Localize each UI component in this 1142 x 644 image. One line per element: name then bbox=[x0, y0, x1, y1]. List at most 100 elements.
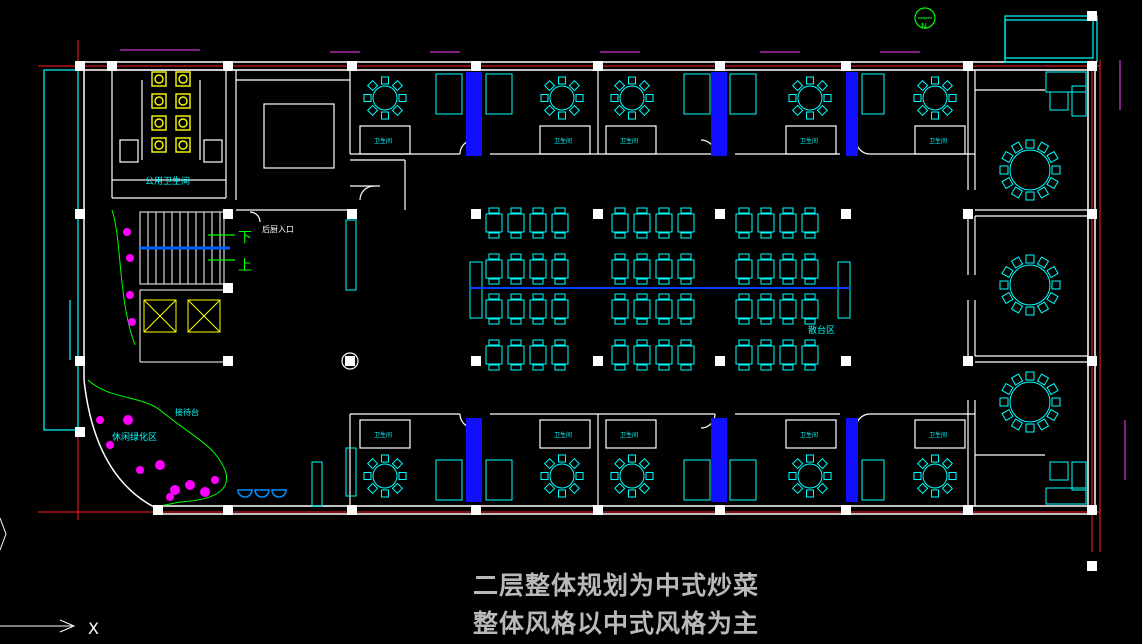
hall-chair bbox=[510, 339, 522, 346]
round-chair bbox=[543, 79, 556, 92]
column bbox=[75, 427, 85, 437]
hall-table bbox=[735, 213, 753, 233]
hall-chair bbox=[782, 293, 794, 300]
round-chair bbox=[806, 454, 814, 463]
round-chair bbox=[638, 104, 651, 117]
round-chair bbox=[613, 457, 626, 470]
hall-table bbox=[735, 259, 753, 279]
hall-chair bbox=[760, 293, 772, 300]
column bbox=[75, 209, 85, 219]
round-chair bbox=[1025, 139, 1035, 149]
column bbox=[471, 505, 481, 515]
hall-table bbox=[655, 299, 673, 319]
round-chair bbox=[916, 457, 929, 470]
hall-chair bbox=[738, 278, 750, 285]
round-chair bbox=[1010, 256, 1024, 269]
round-chair bbox=[366, 457, 379, 470]
hall-chair bbox=[782, 364, 794, 371]
round-chair bbox=[1010, 141, 1024, 154]
hall-chair bbox=[680, 364, 692, 371]
hall-chair bbox=[488, 364, 500, 371]
hall-chair bbox=[804, 278, 816, 285]
column bbox=[715, 505, 725, 515]
hall-chair bbox=[658, 293, 670, 300]
column bbox=[1087, 561, 1097, 571]
planter-curve bbox=[111, 209, 136, 346]
hall-chair bbox=[554, 339, 566, 346]
hall-table bbox=[551, 213, 569, 233]
round-chair bbox=[816, 482, 829, 495]
caption-line-1: 二层整体规划为中式炒菜 bbox=[472, 571, 759, 600]
toilet-block bbox=[111, 69, 350, 200]
hall-table bbox=[757, 213, 775, 233]
round-chair bbox=[575, 94, 584, 102]
round-chair bbox=[543, 457, 556, 470]
hall-chair bbox=[488, 339, 500, 346]
round-chair bbox=[391, 79, 404, 92]
round-chair bbox=[1046, 150, 1059, 164]
round-chair bbox=[366, 104, 379, 117]
hall-chair bbox=[614, 293, 626, 300]
hall-table bbox=[801, 345, 819, 365]
round-chair bbox=[558, 111, 566, 120]
hall-table bbox=[551, 345, 569, 365]
hall-table bbox=[655, 259, 673, 279]
round-chair bbox=[816, 457, 829, 470]
hall-chair bbox=[554, 293, 566, 300]
left-frame bbox=[43, 69, 79, 431]
round-table bbox=[372, 463, 398, 489]
reception-label: 接待台 bbox=[175, 407, 199, 417]
stair-down-label: 下 bbox=[238, 230, 252, 246]
hall-table bbox=[551, 299, 569, 319]
round-chair bbox=[1001, 291, 1014, 305]
hall-chair bbox=[658, 253, 670, 260]
round-chair bbox=[540, 472, 549, 480]
hall-table bbox=[507, 345, 525, 365]
column bbox=[715, 356, 725, 366]
outer-walls bbox=[78, 61, 1096, 515]
hall-table bbox=[633, 345, 651, 365]
round-chair bbox=[791, 457, 804, 470]
round-chair bbox=[613, 482, 626, 495]
round-chair bbox=[931, 489, 939, 498]
caption-line-2: 整体风格以中式风格为主 bbox=[472, 609, 759, 638]
hall-table bbox=[735, 299, 753, 319]
round-column-core bbox=[345, 356, 355, 366]
plants bbox=[96, 228, 219, 501]
hall-chair bbox=[760, 232, 772, 239]
round-chair bbox=[816, 104, 829, 117]
round-table bbox=[619, 463, 645, 489]
hall-table bbox=[801, 299, 819, 319]
round-chair bbox=[1036, 256, 1050, 269]
round-chair bbox=[1001, 265, 1014, 279]
round-table bbox=[922, 463, 948, 489]
round-table bbox=[1009, 381, 1051, 423]
round-chair bbox=[363, 472, 372, 480]
column bbox=[1087, 356, 1097, 366]
hall-chair bbox=[680, 207, 692, 214]
hall-chair bbox=[760, 318, 772, 325]
column bbox=[107, 61, 117, 71]
round-chair bbox=[628, 489, 636, 498]
column bbox=[223, 505, 233, 515]
round-chair bbox=[816, 79, 829, 92]
round-chair bbox=[398, 472, 407, 480]
round-chair bbox=[558, 489, 566, 498]
hall-table bbox=[485, 259, 503, 279]
column bbox=[841, 61, 851, 71]
hall-chair bbox=[614, 339, 626, 346]
column bbox=[471, 356, 481, 366]
toilet-fixtures bbox=[151, 71, 191, 153]
hall-table bbox=[779, 259, 797, 279]
round-chair bbox=[391, 104, 404, 117]
hall-chair bbox=[680, 339, 692, 346]
round-chair bbox=[1025, 191, 1035, 201]
column bbox=[963, 209, 973, 219]
round-chair bbox=[543, 482, 556, 495]
hall-chair bbox=[658, 207, 670, 214]
elevators bbox=[139, 289, 224, 363]
round-chair bbox=[558, 454, 566, 463]
hall-table bbox=[757, 345, 775, 365]
round-chair bbox=[1010, 301, 1024, 314]
